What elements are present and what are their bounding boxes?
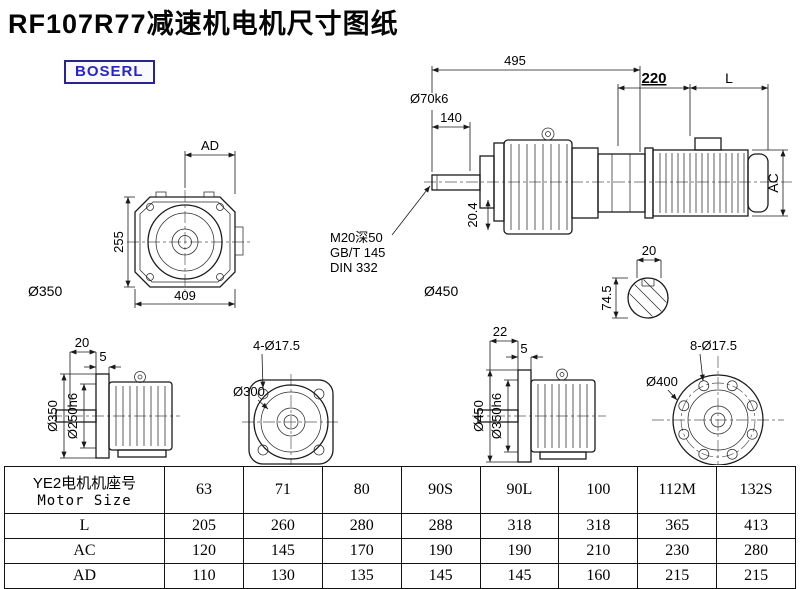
dim-ac-label: AC: [765, 173, 781, 192]
table-row-AC: AC 120 145 170 190 190 210 230 280: [4, 538, 796, 564]
table-cell: 110: [164, 563, 244, 589]
thread-note-line2: GB/T 145: [330, 245, 385, 260]
dim-diam-450-flange-label: Ø450: [471, 400, 486, 432]
table-row-L: L 205 260 280 288 318 318 365 413: [4, 513, 796, 539]
table-col-header: 63: [164, 466, 244, 514]
table-cell: 130: [242, 563, 323, 589]
table-col-header: 100: [558, 466, 639, 514]
table-cell: 318: [479, 513, 560, 539]
table-cell: 215: [716, 563, 796, 589]
table-cell: 288: [400, 513, 481, 539]
dim-20-4-label: 20.4: [465, 202, 480, 227]
technical-drawing: AD 255 409 Ø350: [28, 53, 792, 465]
row-label: L: [4, 513, 165, 539]
row-label: AC: [4, 538, 165, 564]
dim-shaft-dia-label: Ø70k6: [410, 91, 448, 106]
dim-diam-250h6-label: Ø250h6: [65, 393, 80, 439]
dim-74-5-label: 74.5: [599, 285, 614, 310]
dim-495-label: 495: [504, 53, 526, 68]
table-col-header: 132S: [716, 466, 796, 514]
table-cell: 120: [164, 538, 244, 564]
table-cell: 413: [716, 513, 796, 539]
dim-ad-label: AD: [201, 138, 219, 153]
page-title: RF107R77减速机电机尺寸图纸: [8, 9, 399, 39]
flange-side-view-small: 20 5 Ø350 Ø250h6: [45, 335, 180, 459]
dim-diam-400-label: Ø400: [646, 374, 678, 389]
flange-side-view-large: 22 5 Ø450 Ø350h6: [471, 324, 606, 463]
table-cell: 280: [716, 538, 796, 564]
table-cell: 190: [479, 538, 560, 564]
table-col-header: 90L: [479, 466, 560, 514]
table-cell: 145: [242, 538, 323, 564]
row-label: AD: [4, 563, 165, 589]
table-cell: 215: [637, 563, 718, 589]
thread-note-line1: M20深50: [330, 230, 383, 245]
table-cell: 230: [637, 538, 718, 564]
table-title-cn: YE2电机机座号: [32, 474, 137, 492]
table-title-cell: YE2电机机座号 Motor Size: [4, 466, 165, 514]
flange-face-view-small: 4-Ø17.5 Ø300: [233, 338, 340, 465]
dim-22-label: 22: [493, 324, 507, 339]
dim-5-large-label: 5: [520, 341, 527, 356]
table-cell: 135: [321, 563, 402, 589]
motor-size-table: YE2电机机座号 Motor Size 63 71 80 90S 90L 100…: [4, 466, 796, 589]
table-cell: 260: [242, 513, 323, 539]
table-cell: 190: [400, 538, 481, 564]
dim-220-label: 220: [641, 70, 666, 87]
table-cell: 160: [558, 563, 639, 589]
dim-409-label: 409: [174, 288, 196, 303]
dim-255-label: 255: [111, 231, 126, 253]
dim-20-label: 20: [75, 335, 89, 350]
table-cell: 210: [558, 538, 639, 564]
table-cell: 365: [637, 513, 718, 539]
table-row-AD: AD 110 130 135 145 145 160 215 215: [4, 563, 796, 589]
gearbox-front-view: AD 255 409 Ø350: [28, 138, 252, 308]
dim-diam-350-flange-label: Ø350: [45, 400, 60, 432]
table-col-header: 80: [321, 466, 402, 514]
table-title-en: Motor Size: [37, 492, 132, 509]
dim-5-label: 5: [99, 349, 106, 364]
table-cell: 205: [164, 513, 244, 539]
table-header-row: YE2电机机座号 Motor Size 63 71 80 90S 90L 100…: [4, 466, 796, 514]
flange-face-view-large: 8-Ø17.5 Ø400: [646, 338, 784, 465]
dim-4-holes-label: 4-Ø17.5: [253, 338, 300, 353]
dim-diam-450-label: Ø450: [424, 283, 458, 299]
dim-diam-350h6-label: Ø350h6: [489, 393, 504, 439]
table-col-header: 112M: [637, 466, 718, 514]
table-cell: 318: [558, 513, 639, 539]
shaft-section-view: 20 74.5: [599, 243, 669, 319]
table-col-header: 90S: [400, 466, 481, 514]
table-cell: 145: [400, 563, 481, 589]
dim-key-20-label: 20: [642, 243, 656, 258]
assembly-side-view: 495 140 Ø70k6 M20深50 GB/T 145 DIN 332 20…: [330, 53, 792, 299]
table-col-header: 71: [242, 466, 323, 514]
dim-diam-350-label: Ø350: [28, 283, 62, 299]
thread-note-line3: DIN 332: [330, 260, 378, 275]
dim-140-label: 140: [440, 110, 462, 125]
dim-L-label: L: [725, 70, 733, 86]
brand-logo: BOSERL: [64, 60, 155, 84]
table-cell: 145: [479, 563, 560, 589]
table-cell: 170: [321, 538, 402, 564]
motor-side-view: [644, 137, 769, 219]
dim-diam-300-label: Ø300: [233, 384, 265, 399]
dim-8-holes-label: 8-Ø17.5: [690, 338, 737, 353]
table-cell: 280: [321, 513, 402, 539]
